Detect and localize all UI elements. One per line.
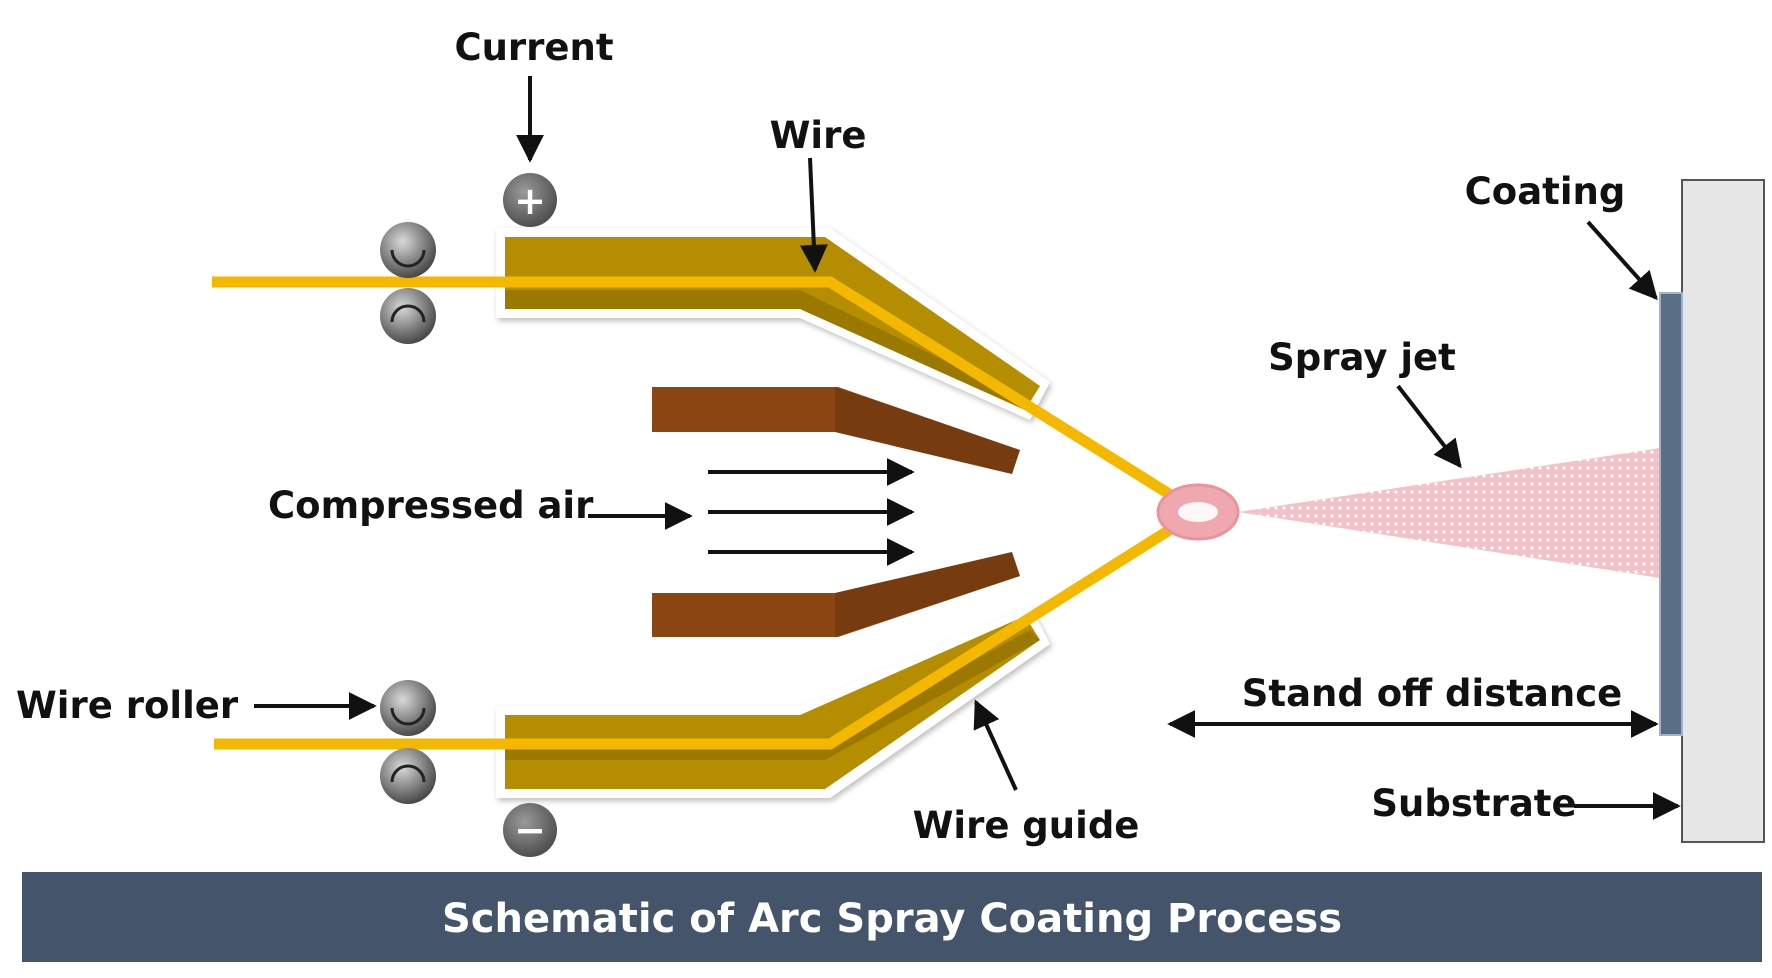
compressed-air-label: Compressed air <box>268 484 594 527</box>
wire-pointer <box>799 157 828 273</box>
terminal-positive-sign: + <box>514 179 546 223</box>
upper-air-nozzle <box>652 387 1020 474</box>
substrate-label: Substrate <box>1371 782 1576 825</box>
spray-jet <box>1238 448 1660 578</box>
lower-roller-bottom <box>380 748 436 804</box>
upper-wire <box>212 276 1201 517</box>
rotating-roller-icon <box>390 249 426 268</box>
title-banner <box>22 872 1762 962</box>
lower-air-nozzle <box>652 552 1020 637</box>
upper-roller-bottom <box>380 288 436 344</box>
stand-off-distance-label: Stand off distance <box>1242 672 1623 715</box>
air-flow-arrows <box>708 458 915 566</box>
spray-jet-label: Spray jet <box>1268 336 1456 379</box>
minus-terminal-icon: − <box>503 803 557 857</box>
wire-guide-label: Wire guide <box>913 804 1140 847</box>
plus-terminal-icon: + <box>503 173 557 227</box>
current-label: Current <box>454 26 613 69</box>
diagram-title: Schematic of Arc Spray Coating Process <box>442 896 1342 942</box>
rotating-roller-icon <box>390 764 426 783</box>
spray-jet-pointer <box>1396 384 1462 469</box>
rotating-roller-icon <box>390 304 426 323</box>
coating-pointer <box>1586 220 1658 301</box>
wire-roller-label: Wire roller <box>16 684 239 727</box>
wire-guide-pointer <box>973 699 1018 791</box>
label-pointers <box>254 76 1681 820</box>
coating <box>1659 292 1683 736</box>
upper-roller-top <box>380 222 436 278</box>
substrate <box>1681 179 1765 843</box>
lower-roller-top <box>380 680 436 736</box>
lower-wire <box>214 507 1201 750</box>
wire-label: Wire <box>770 114 867 157</box>
terminal-negative-sign: − <box>514 808 546 852</box>
coating-label: Coating <box>1465 170 1626 213</box>
rotating-roller-icon <box>390 707 426 726</box>
arc-point <box>1156 483 1240 541</box>
